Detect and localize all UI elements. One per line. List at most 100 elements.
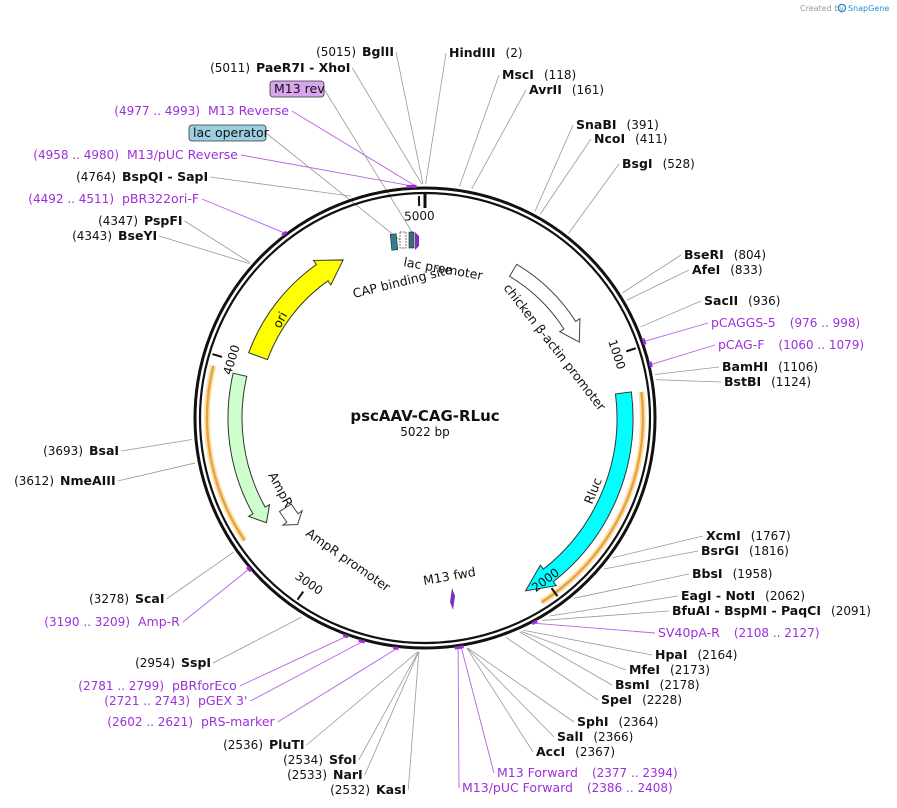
lac-operator-badge[interactable] xyxy=(188,124,267,142)
rluc-arrow[interactable] xyxy=(524,391,634,592)
m13-rev-badge[interactable] xyxy=(269,80,325,98)
primer-mark-7[interactable] xyxy=(342,633,349,639)
site-16[interactable]: HpaI(2164) xyxy=(655,647,737,662)
site-name: BsmI xyxy=(615,677,650,692)
site-15[interactable]: BfuAI - BspMI - PaqCI(2091) xyxy=(672,603,871,618)
primer-2[interactable]: SV40pA-R(2108 .. 2127) xyxy=(658,625,820,640)
m13-rev-primer-mark[interactable] xyxy=(415,232,419,250)
ampr-promoter-arrow[interactable] xyxy=(278,503,304,526)
site-3[interactable]: SnaBI(391) xyxy=(576,117,659,132)
site-31[interactable]: BseYI(4343) xyxy=(72,228,157,243)
site-leader-18 xyxy=(519,631,613,686)
primer-11[interactable]: M13 Reverse(4977 .. 4993) xyxy=(114,103,289,118)
primer-mark-5[interactable] xyxy=(392,646,399,650)
ori-arrow[interactable] xyxy=(248,259,344,361)
primer-mark-2[interactable] xyxy=(531,619,538,626)
site-33[interactable]: BspQI - SapI(4764) xyxy=(76,169,208,184)
primer-7[interactable]: pBRforEco(2781 .. 2799) xyxy=(78,678,237,693)
primer-mark-9[interactable] xyxy=(281,230,288,237)
site-position: (1106) xyxy=(778,360,818,374)
primer-marks xyxy=(246,184,653,650)
primer-mark-0[interactable] xyxy=(641,337,647,345)
primer-name: pBR322ori-F xyxy=(122,191,199,206)
site-22[interactable]: AccI(2367) xyxy=(536,744,615,759)
site-leader-21 xyxy=(466,647,555,738)
site-32[interactable]: PspFI(4347) xyxy=(98,213,182,228)
lac-operator-box[interactable] xyxy=(408,231,415,249)
primer-0[interactable]: pCAGGS-5(976 .. 998) xyxy=(711,315,860,330)
site-name: BsaI xyxy=(89,443,119,458)
primer-mark-1[interactable] xyxy=(648,361,653,368)
site-17[interactable]: MfeI(2173) xyxy=(629,662,710,677)
site-23[interactable]: KasI(2532) xyxy=(330,782,406,797)
site-24[interactable]: NarI(2533) xyxy=(287,767,363,782)
site-name: NarI xyxy=(333,767,363,782)
primer-6[interactable]: pGEX 3'(2721 .. 2743) xyxy=(104,693,247,708)
features-layer xyxy=(204,231,646,610)
site-position: (833) xyxy=(730,263,762,277)
site-13[interactable]: BbsI(1958) xyxy=(692,566,772,581)
primer-10[interactable]: M13/pUC Reverse(4958 .. 4980) xyxy=(33,147,238,162)
primer-mark-6[interactable] xyxy=(358,638,366,644)
site-21[interactable]: SalI(2366) xyxy=(557,729,633,744)
primer-5[interactable]: pRS-marker(2602 .. 2621) xyxy=(107,714,275,729)
site-position: (936) xyxy=(748,294,780,308)
primer-position: (2781 .. 2799) xyxy=(78,679,164,693)
site-7[interactable]: AfeI(833) xyxy=(692,262,763,277)
site-10[interactable]: BstBI(1124) xyxy=(724,374,811,389)
primer-mark-4[interactable] xyxy=(454,645,462,650)
primer-1[interactable]: pCAG-F(1060 .. 1079) xyxy=(718,337,864,352)
primer-4[interactable]: M13/pUC Forward(2386 .. 2408) xyxy=(462,780,673,795)
site-position: (118) xyxy=(544,68,576,82)
site-26[interactable]: PluTI(2536) xyxy=(223,737,304,752)
site-name: BseRI xyxy=(684,247,724,262)
site-name: SalI xyxy=(557,729,583,744)
site-name: SphI xyxy=(577,714,609,729)
site-5[interactable]: BsgI(528) xyxy=(622,156,695,171)
site-name: MscI xyxy=(502,67,534,82)
lac-promoter-box[interactable] xyxy=(399,231,407,249)
primer-position: (2377 .. 2394) xyxy=(592,766,678,780)
primer-8[interactable]: Amp-R(3190 .. 3209) xyxy=(44,614,180,629)
site-8[interactable]: SacII(936) xyxy=(704,293,780,308)
site-28[interactable]: ScaI(3278) xyxy=(89,591,164,606)
primer-leader-7 xyxy=(239,636,346,687)
site-position: (4347) xyxy=(98,214,138,228)
chicken-beta-actin-promoter-arrow[interactable] xyxy=(508,263,581,343)
site-27[interactable]: SspI(2954) xyxy=(135,655,211,670)
site-position: (2532) xyxy=(330,783,370,797)
primer-3[interactable]: M13 Forward (2377 .. 2394) xyxy=(497,765,678,780)
site-name: ScaI xyxy=(135,591,165,606)
cap-binding-site-box[interactable] xyxy=(389,233,399,251)
site-30[interactable]: BsaI(3693) xyxy=(43,443,119,458)
primer-position: (4492 .. 4511) xyxy=(28,192,114,206)
tick-label-5000: 5000 xyxy=(404,209,435,224)
site-2[interactable]: AvrII(161) xyxy=(529,82,604,97)
site-20[interactable]: SphI(2364) xyxy=(577,714,658,729)
primer-mark-8[interactable] xyxy=(246,566,252,573)
ampr-arrow[interactable] xyxy=(227,372,271,524)
site-leader-12 xyxy=(603,550,699,570)
site-leader-5 xyxy=(568,163,620,234)
site-12[interactable]: BsrGI(1816) xyxy=(701,543,789,558)
site-18[interactable]: BsmI(2178) xyxy=(615,677,700,692)
site-19[interactable]: SpeI(2228) xyxy=(601,692,682,707)
primer-name: M13 Forward xyxy=(497,765,578,780)
site-11[interactable]: XcmI(1767) xyxy=(706,528,791,543)
site-6[interactable]: BseRI(804) xyxy=(684,247,766,262)
site-29[interactable]: NmeAIII(3612) xyxy=(14,473,116,488)
site-4[interactable]: NcoI(411) xyxy=(594,131,667,146)
credit: Created by SnapGene xyxy=(800,3,889,13)
site-14[interactable]: EagI - NotI(2062) xyxy=(681,588,805,603)
site-34[interactable]: PaeR7I - XhoI(5011) xyxy=(210,60,350,75)
site-position: (1124) xyxy=(771,375,811,389)
m13-fwd-primer-mark[interactable] xyxy=(450,588,455,610)
site-35[interactable]: BglII(5015) xyxy=(316,44,394,59)
site-0[interactable]: HindIII(2) xyxy=(449,45,523,60)
site-1[interactable]: MscI (118) xyxy=(502,67,576,82)
site-name: HpaI xyxy=(655,647,688,662)
primer-9[interactable]: pBR322ori-F (4492 .. 4511) xyxy=(28,191,199,206)
site-25[interactable]: SfoI(2534) xyxy=(283,752,357,767)
site-9[interactable]: BamHI(1106) xyxy=(722,359,818,374)
